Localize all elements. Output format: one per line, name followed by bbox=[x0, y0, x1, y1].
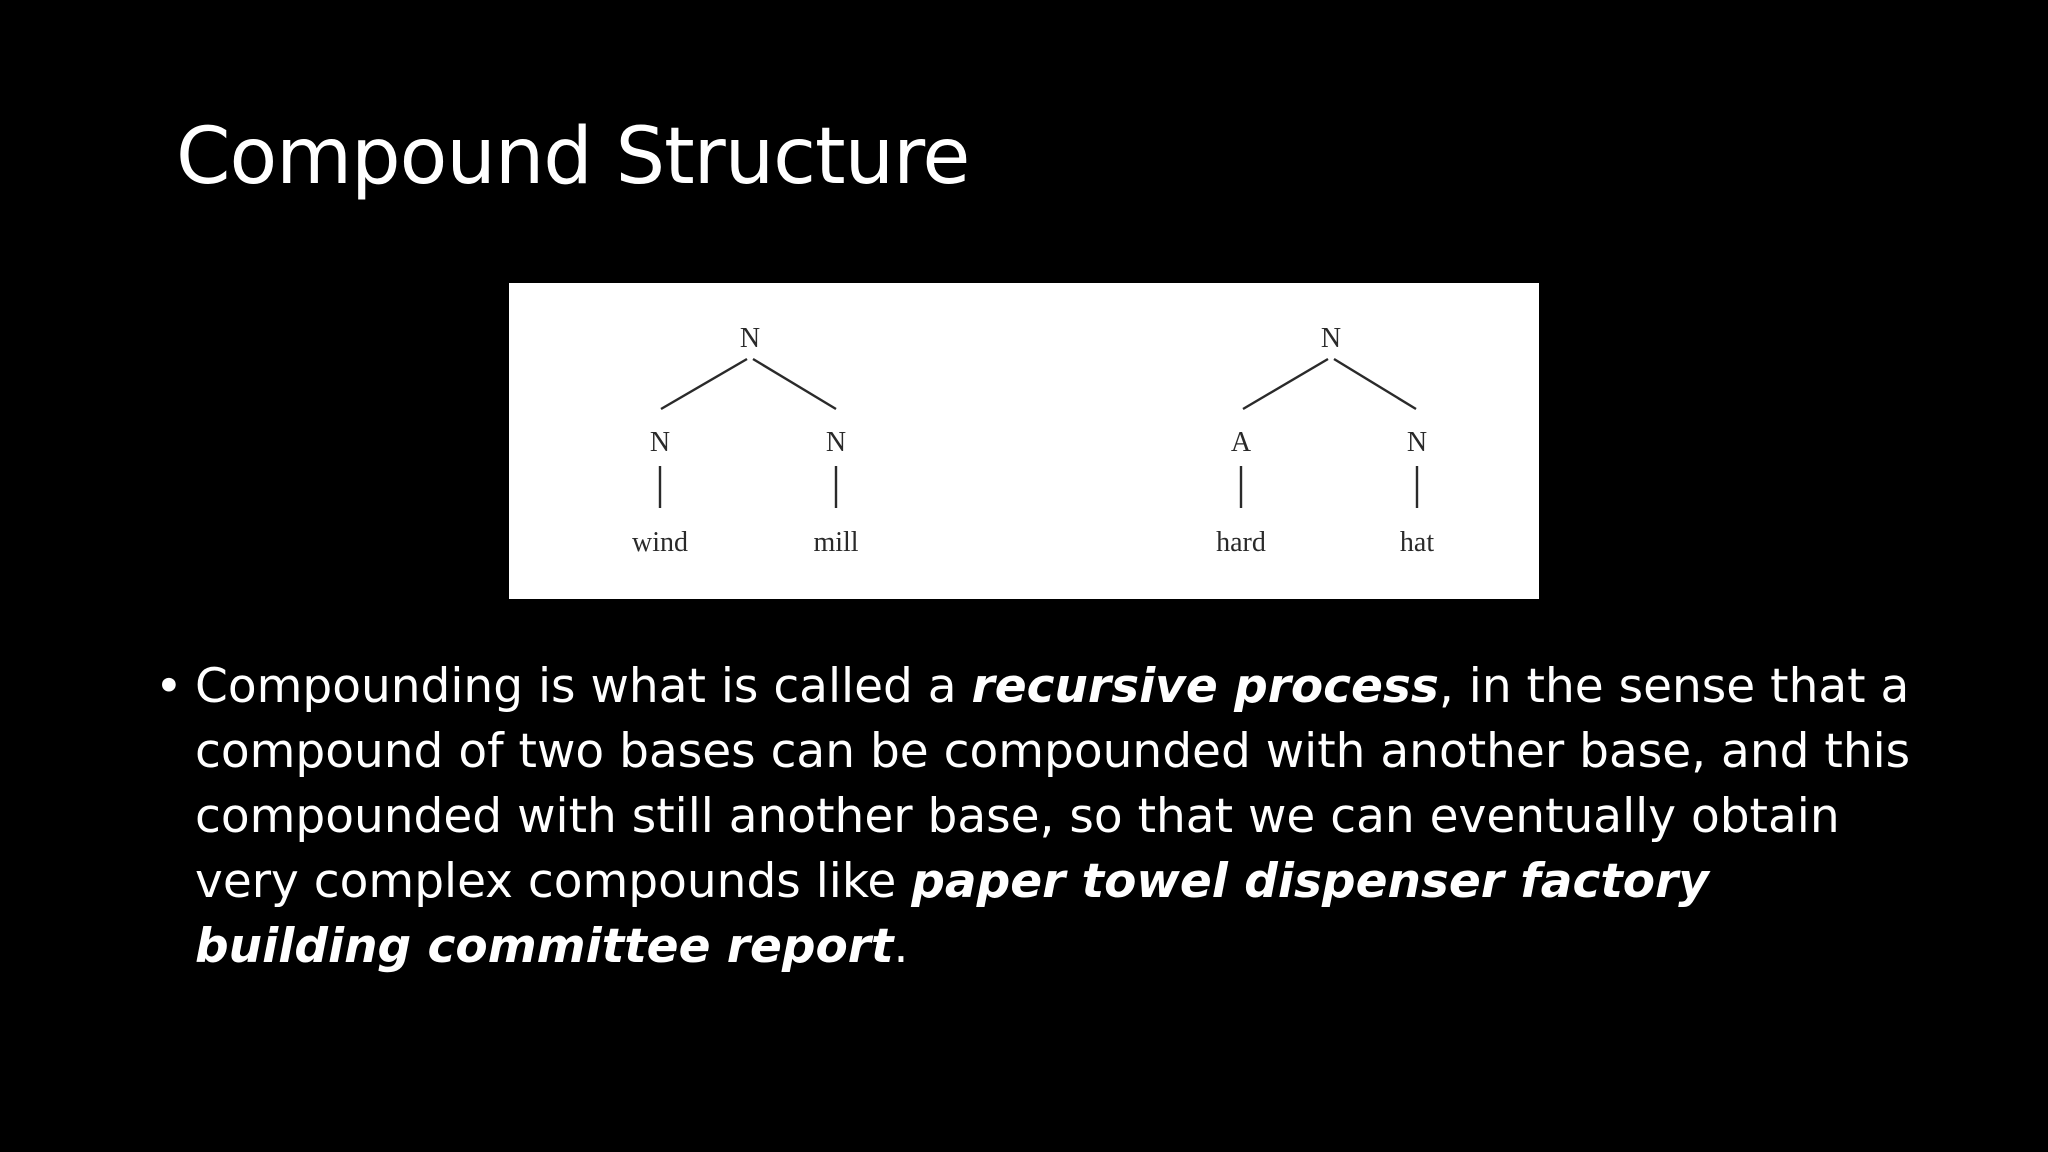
tree1-left-branch bbox=[660, 357, 748, 411]
tree2-right-word: hat bbox=[1400, 527, 1434, 558]
emphasized-example: paper towel dispenser factory building c… bbox=[195, 854, 1709, 974]
tree-windmill: N N N wind mill bbox=[632, 323, 859, 558]
compound-tree-figure: N N N wind mill N A N hard hat bbox=[509, 283, 1539, 599]
bullet-text-part: , in the sense that a compound of two ba… bbox=[195, 659, 1911, 909]
tree2-left-branch bbox=[1242, 357, 1329, 411]
tree2-root-label: N bbox=[1321, 323, 1341, 354]
tree1-left-word: wind bbox=[632, 527, 688, 558]
tree1-left-label: N bbox=[650, 427, 670, 458]
tree2-right-branch bbox=[1333, 357, 1417, 411]
bullet-item: • Compounding is what is called a recurs… bbox=[155, 654, 1915, 979]
tree-diagrams: N N N wind mill N A N hard hat bbox=[632, 323, 1434, 558]
emphasized-term: recursive process bbox=[971, 659, 1439, 714]
tree-hardhat: N A N hard hat bbox=[1216, 323, 1434, 558]
tree1-right-label: N bbox=[826, 427, 846, 458]
tree1-root-label: N bbox=[740, 323, 760, 354]
tree1-right-word: mill bbox=[813, 527, 858, 558]
tree1-right-branch bbox=[752, 357, 837, 411]
bullet-list: • Compounding is what is called a recurs… bbox=[155, 654, 1915, 979]
bullet-text-part: . bbox=[893, 919, 909, 974]
slide-title: Compound Structure bbox=[176, 112, 970, 202]
tree2-left-label: A bbox=[1231, 427, 1252, 458]
tree2-right-label: N bbox=[1407, 427, 1427, 458]
bullet-dot-icon: • bbox=[155, 659, 183, 714]
tree2-left-word: hard bbox=[1216, 527, 1266, 558]
bullet-text-part: Compounding is what is called a bbox=[195, 659, 972, 714]
